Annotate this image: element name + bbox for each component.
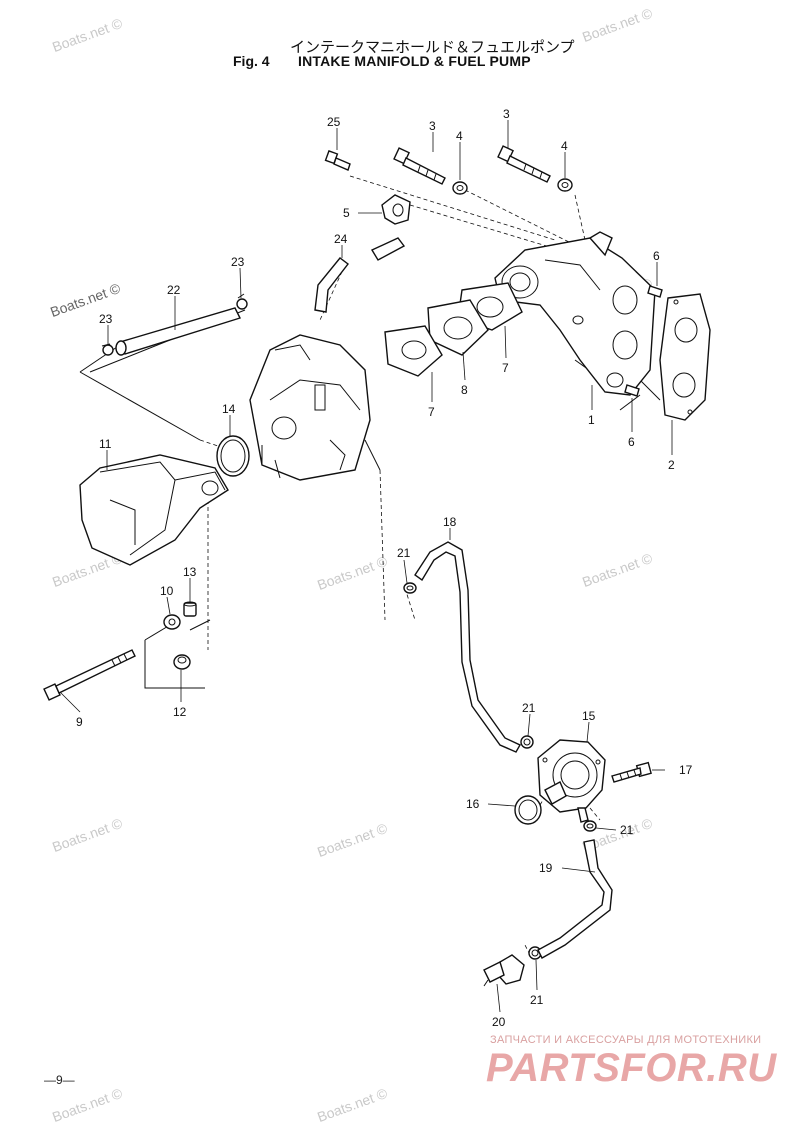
callout-11: 11 [99,437,112,451]
guide-line [144,640,205,689]
callout-21: 21 [397,546,411,560]
clip-21-a [403,582,417,594]
shop-logo: PARTSFOR.RU [486,1046,777,1090]
callout-13: 13 [183,565,197,579]
guide-line [189,619,211,631]
bolt-3-left [393,147,446,185]
dowel-pin-6-bottom [624,384,640,397]
shop-tagline: ЗАПЧАСТИ И АКСЕССУАРЫ ДЛЯ МОТОТЕХНИКИ [490,1034,762,1046]
screw-17 [611,761,652,783]
guide-line [349,175,556,241]
callout-18: 18 [443,515,457,529]
guide-line [364,439,381,471]
callout-24: 24 [334,232,348,246]
callout-15: 15 [582,709,596,723]
guide-line [379,469,386,621]
callout-4: 4 [561,139,568,153]
callout-10: 10 [160,584,174,598]
guide-line [199,439,231,451]
spacer-8 [427,299,489,356]
washer-4-left [452,181,468,195]
intake-silencer-11 [79,454,229,566]
gasket-2 [659,293,711,421]
callout-23: 23 [99,312,113,326]
guide-line [404,587,416,621]
carburetor [249,334,371,481]
guide-line [589,807,601,821]
clip-23-bottom [101,343,114,356]
callout-4: 4 [456,129,463,143]
intake-manifold-1 [494,231,656,396]
callout-14: 14 [222,402,236,416]
callout-22: 22 [167,283,181,297]
guide-line [464,189,576,246]
hose-22 [115,307,241,356]
o-ring-14 [216,435,250,477]
grommet-12 [173,654,191,670]
clamp-5 [381,194,411,225]
bolt-9 [43,649,136,701]
figure-number: Fig. 4 [233,53,270,69]
guide-line [79,371,201,441]
callout-5: 5 [343,206,350,220]
guide-line [639,379,661,401]
callout-21: 21 [530,993,544,1007]
callout-3: 3 [503,107,510,121]
guide-line [619,394,641,411]
callout-2: 2 [668,458,675,472]
callout-12: 12 [173,705,187,719]
callout-20: 20 [492,1015,506,1029]
bolt-25 [324,150,351,171]
callout-1: 1 [588,413,595,427]
fuel-pump-15 [537,739,606,823]
fuel-hose-18 [414,541,521,753]
fuel-hose-19 [537,839,613,959]
callout-17: 17 [679,763,693,777]
dowel-pin-6-top [647,285,663,298]
callout-6: 6 [628,435,635,449]
collar-13 [183,601,197,617]
callout-7: 7 [502,361,509,375]
callout-labels: 25 3 4 3 4 5 24 23 22 23 6 7 8 7 1 6 2 1… [76,107,693,1029]
clip-21-b [520,735,534,749]
callout-8: 8 [461,383,468,397]
page-number: —9— [44,1073,75,1087]
clip-21-c [583,820,597,832]
washer-10 [163,614,181,630]
gasket-7-front [384,325,443,377]
leader-lines [59,120,673,1013]
callout-6: 6 [653,249,660,263]
callout-25: 25 [327,115,341,129]
hose-24 [314,237,406,313]
washer-4-right [557,178,573,192]
title-english: INTAKE MANIFOLD & FUEL PUMP [298,53,531,69]
bolt-3-right [497,145,551,183]
callout-21: 21 [620,823,634,837]
callout-3: 3 [429,119,436,133]
callout-21: 21 [522,701,536,715]
callout-9: 9 [76,715,83,729]
title-japanese: インテークマニホールド＆フュエルポンプ [290,39,575,56]
guide-line [409,204,561,251]
callout-7: 7 [428,405,435,419]
guide-line [574,194,586,241]
clip-23-top [236,293,248,310]
callout-16: 16 [466,797,480,811]
fuel-connector-20 [483,954,525,987]
callout-19: 19 [539,861,553,875]
guide-line [144,624,171,641]
o-ring-16 [514,795,542,825]
callout-23: 23 [231,255,245,269]
